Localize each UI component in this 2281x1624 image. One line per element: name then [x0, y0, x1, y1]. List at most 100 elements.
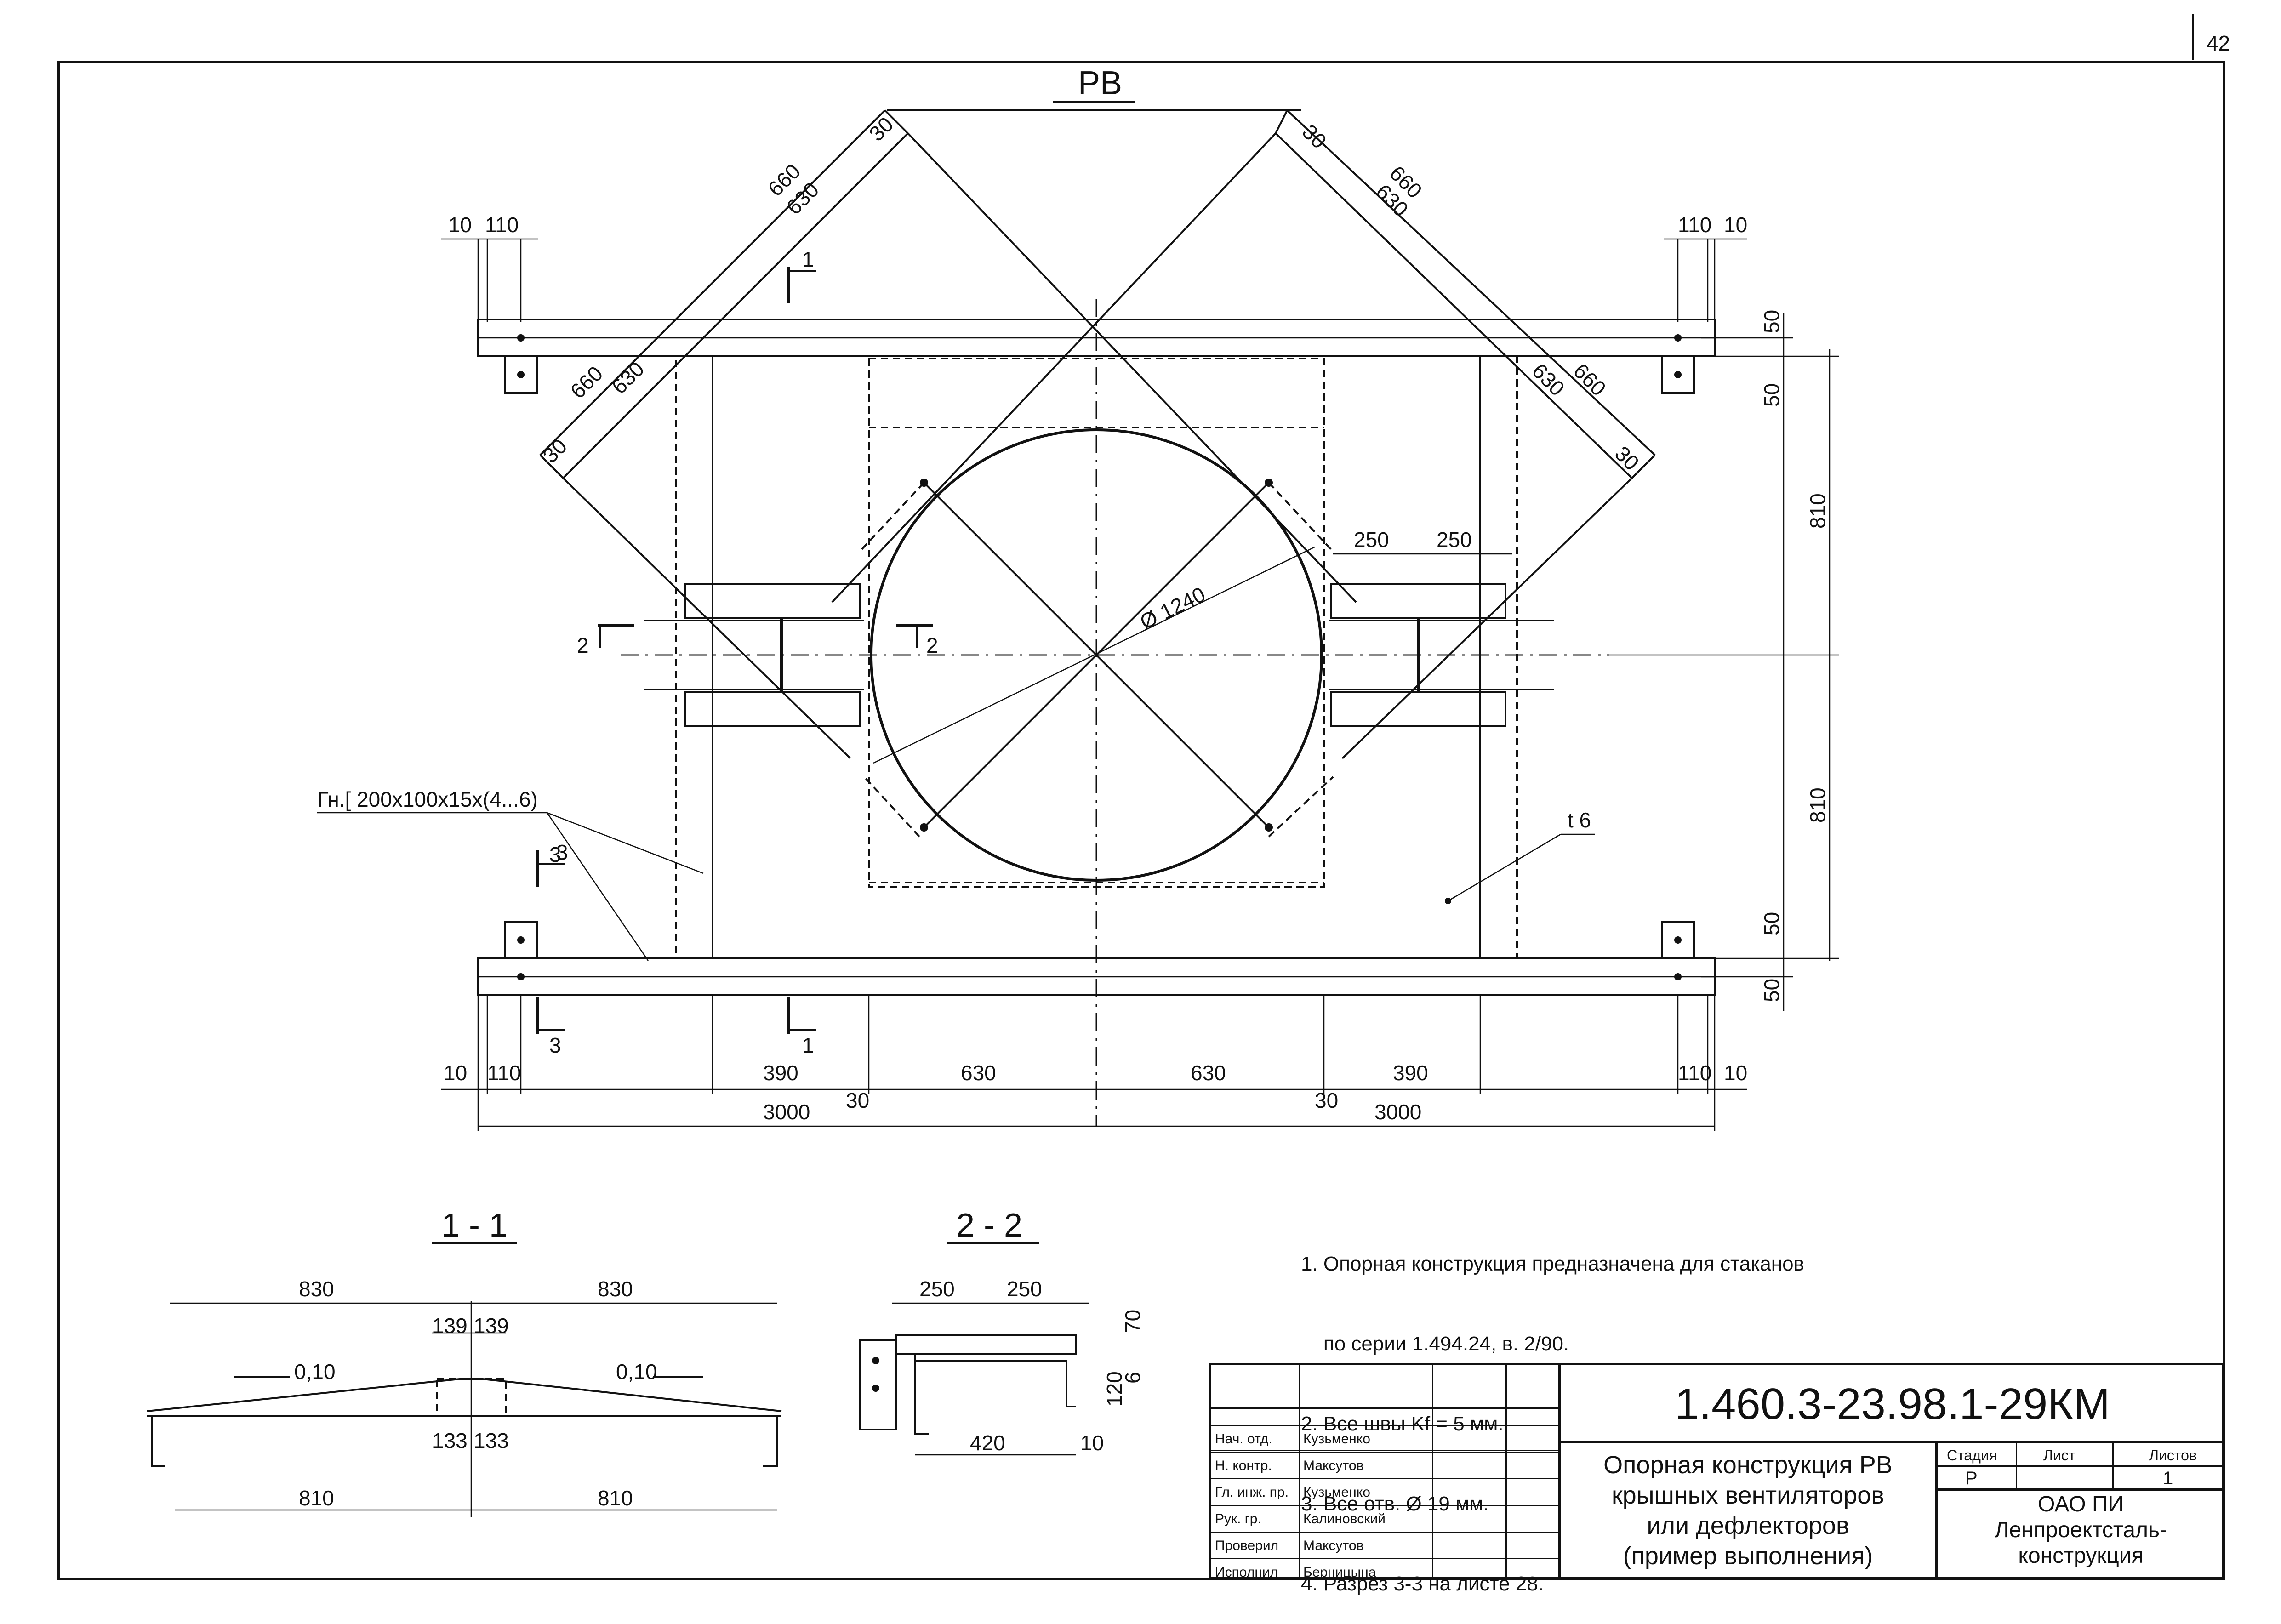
section-2-2: 2 - 2 250 250 70 6 120 420 10: [859, 1207, 1145, 1456]
svg-text:810: 810: [1806, 493, 1830, 529]
role-label: Гл. инж. пр.: [1215, 1485, 1289, 1500]
svg-text:250: 250: [1007, 1277, 1042, 1301]
channel-label: Гн.[ 200x100x15x(4...6): [317, 787, 538, 811]
right-channel: [1479, 355, 1518, 959]
svg-text:250: 250: [1437, 528, 1472, 552]
svg-text:110: 110: [487, 1061, 521, 1085]
svg-text:6: 6: [1121, 1372, 1145, 1384]
svg-text:30: 30: [538, 434, 571, 467]
role-label: Н. контр.: [1215, 1458, 1272, 1473]
svg-text:390: 390: [763, 1061, 798, 1085]
section-1-1-title: 1 - 1: [441, 1207, 508, 1244]
left-channel: [675, 355, 713, 959]
svg-text:250: 250: [919, 1277, 955, 1301]
section-mark-2: 2 2: [577, 624, 938, 657]
drawing-name-line: (пример выполнения): [1623, 1542, 1873, 1570]
sheet-header: Лист: [2043, 1447, 2076, 1464]
drawing-name-line: крышных вентиляторов: [1612, 1482, 1884, 1509]
svg-text:110: 110: [1678, 1061, 1711, 1085]
person-name: Калиновский: [1303, 1511, 1386, 1527]
note-1-cont: по серии 1.494.24, в. 2/90.: [1301, 1333, 1569, 1355]
svg-text:660: 660: [1569, 359, 1611, 400]
notes-list: 1. Опорная конструкция предназначена для…: [1301, 1197, 1804, 1624]
people-row: Рук. гр. Калиновский: [1211, 1505, 1558, 1532]
stage-value: Р: [1965, 1468, 1978, 1488]
people-row: Проверил Максутов: [1211, 1532, 1558, 1558]
svg-text:630: 630: [607, 357, 649, 399]
plate-thickness-label: t 6: [1568, 808, 1591, 832]
section-mark-3: 3 3: [536, 843, 565, 1057]
role-label: Проверил: [1215, 1538, 1279, 1553]
svg-text:2: 2: [926, 633, 938, 657]
section-1-1: 1 - 1 830 830 139 139 0,10 0,10 133 133 …: [147, 1207, 782, 1517]
person-name: Кузьменко: [1303, 1431, 1370, 1447]
svg-text:50: 50: [1760, 912, 1784, 935]
svg-text:110: 110: [1678, 213, 1711, 237]
svg-text:810: 810: [299, 1486, 334, 1510]
drawing-name-line: Опорная конструкция РВ: [1603, 1451, 1893, 1479]
drawing-code: 1.460.3-23.98.1-29КМ: [1561, 1365, 2224, 1443]
drawing-frame: [57, 61, 2225, 1580]
person-name: Кузьменко: [1303, 1485, 1370, 1500]
person-name: Максутов: [1303, 1458, 1364, 1473]
role-label: Нач. отд.: [1215, 1431, 1272, 1447]
svg-text:10: 10: [448, 213, 472, 237]
diamond-frame: [539, 109, 1656, 838]
svg-text:3: 3: [556, 840, 568, 864]
svg-text:390: 390: [1393, 1061, 1428, 1085]
sheets-header: Листов: [2149, 1447, 2197, 1464]
sheets-value: 1: [2163, 1468, 2173, 1488]
page-number: 42: [2207, 31, 2230, 55]
svg-text:660: 660: [565, 361, 607, 403]
svg-text:3000: 3000: [763, 1100, 810, 1124]
diameter-label: Ø 1240: [1136, 582, 1209, 634]
role-label: Исполнил: [1215, 1565, 1278, 1580]
people-row: Нач. отд. Кузьменко: [1211, 1425, 1558, 1452]
svg-text:50: 50: [1760, 979, 1784, 1002]
person-name: Максутов: [1303, 1538, 1364, 1553]
left-support-top: [684, 583, 861, 619]
org-line: Ленпроектсталь-: [1995, 1518, 2167, 1542]
stage-header: Стадия: [1947, 1447, 1997, 1464]
people-row: Гл. инж. пр. Кузьменко: [1211, 1478, 1558, 1505]
svg-text:420: 420: [970, 1431, 1005, 1455]
svg-text:139: 139: [432, 1314, 468, 1338]
svg-text:10: 10: [1724, 1061, 1747, 1085]
plan-view: РВ: [317, 65, 1839, 1131]
svg-text:2: 2: [577, 633, 589, 657]
svg-text:630: 630: [1191, 1061, 1226, 1085]
people-row: Исполнил Берницына: [1211, 1558, 1558, 1585]
section-2-2-title: 2 - 2: [956, 1207, 1022, 1244]
svg-text:3000: 3000: [1374, 1100, 1421, 1124]
svg-text:50: 50: [1760, 383, 1784, 407]
svg-text:120: 120: [1102, 1371, 1126, 1407]
svg-text:30: 30: [846, 1088, 869, 1112]
svg-text:630: 630: [1528, 359, 1569, 400]
section-mark-1: 1 1: [787, 247, 816, 1057]
svg-text:250: 250: [1354, 528, 1389, 552]
svg-text:133: 133: [432, 1429, 468, 1453]
svg-text:50: 50: [1760, 310, 1784, 333]
svg-text:830: 830: [299, 1277, 334, 1301]
svg-text:10: 10: [444, 1061, 467, 1085]
svg-text:139: 139: [473, 1314, 509, 1338]
note-4: 4. Разрез 3-3 на листе 28.: [1301, 1573, 1544, 1595]
svg-text:830: 830: [598, 1277, 633, 1301]
svg-text:0,10: 0,10: [294, 1360, 336, 1384]
svg-text:630: 630: [961, 1061, 996, 1085]
note-3: 3. Все отв. Ø 19 мм.: [1301, 1493, 1489, 1515]
left-support-bottom: [684, 691, 861, 727]
people-row: Н. контр. Максутов: [1211, 1452, 1558, 1478]
svg-text:10: 10: [1080, 1431, 1104, 1455]
svg-text:3: 3: [549, 1033, 561, 1057]
svg-text:0,10: 0,10: [616, 1360, 657, 1384]
person-name: Берницына: [1303, 1565, 1376, 1580]
svg-text:10: 10: [1724, 213, 1747, 237]
org-line: ОАО ПИ: [2038, 1492, 2124, 1516]
svg-text:3: 3: [549, 843, 561, 866]
role-label: Рук. гр.: [1215, 1511, 1261, 1527]
svg-text:1: 1: [802, 1033, 814, 1057]
svg-text:70: 70: [1121, 1310, 1145, 1333]
svg-text:810: 810: [598, 1486, 633, 1510]
